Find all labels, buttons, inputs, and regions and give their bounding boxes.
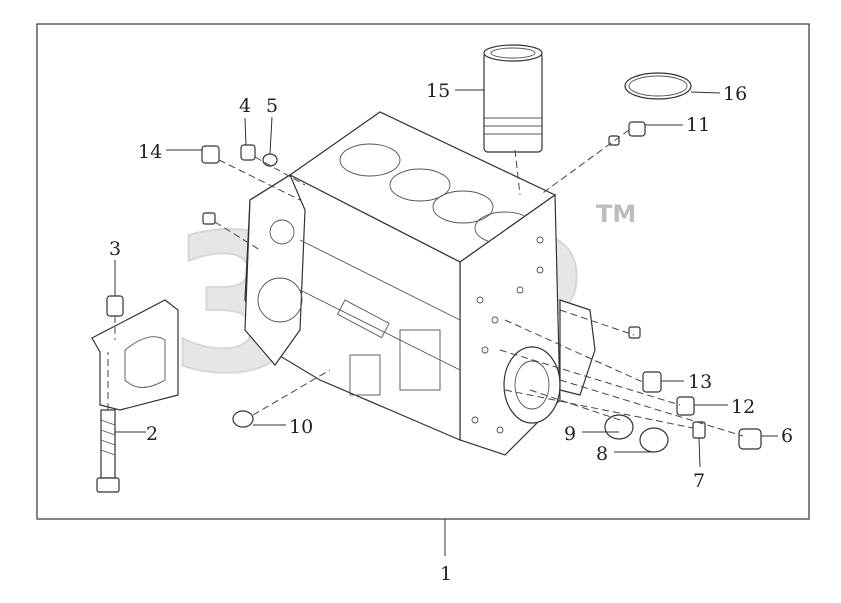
part-bushing-12 — [676, 396, 695, 416]
callout-3: 3 — [109, 238, 121, 260]
part-washer-5 — [262, 153, 278, 167]
part-plug-14 — [201, 145, 220, 164]
part-washer-10 — [232, 410, 254, 428]
part-cylinder-liner — [483, 44, 543, 153]
part-o-ring — [624, 72, 692, 100]
part-bolt-2 — [96, 409, 120, 493]
callout-8: 8 — [596, 443, 608, 465]
part-plug-11 — [608, 121, 646, 146]
part-bushing-8 — [639, 427, 669, 453]
cylinder-block — [244, 111, 596, 456]
callout-4: 4 — [239, 95, 251, 117]
callout-12: 12 — [731, 396, 755, 418]
callout-15: 15 — [426, 80, 450, 102]
callout-14: 14 — [138, 141, 162, 163]
diagram-frame — [36, 23, 810, 520]
callout-16: 16 — [723, 83, 747, 105]
part-bearing-cap — [91, 299, 179, 411]
part-bushing-9 — [604, 414, 634, 440]
part-plug-4 — [240, 144, 256, 161]
callout-10: 10 — [289, 416, 313, 438]
callout-2: 2 — [146, 423, 158, 445]
watermark-trademark: TM — [596, 200, 636, 228]
callout-5: 5 — [266, 95, 278, 117]
callout-11: 11 — [686, 114, 710, 136]
part-bushing-13 — [642, 371, 662, 393]
callout-labels: 1 2 3 4 5 6 7 8 9 10 11 12 13 14 15 16 — [109, 80, 793, 585]
part-plug-7 — [692, 421, 706, 439]
callout-7: 7 — [693, 470, 705, 492]
leader-lines — [114, 89, 778, 556]
part-plug-6 — [738, 428, 762, 450]
part-sleeve-3 — [106, 295, 124, 317]
callout-1: 1 — [440, 563, 452, 585]
callout-6: 6 — [781, 425, 793, 447]
callout-13: 13 — [688, 371, 712, 393]
callout-9: 9 — [564, 423, 576, 445]
assembly-lines — [107, 129, 744, 437]
